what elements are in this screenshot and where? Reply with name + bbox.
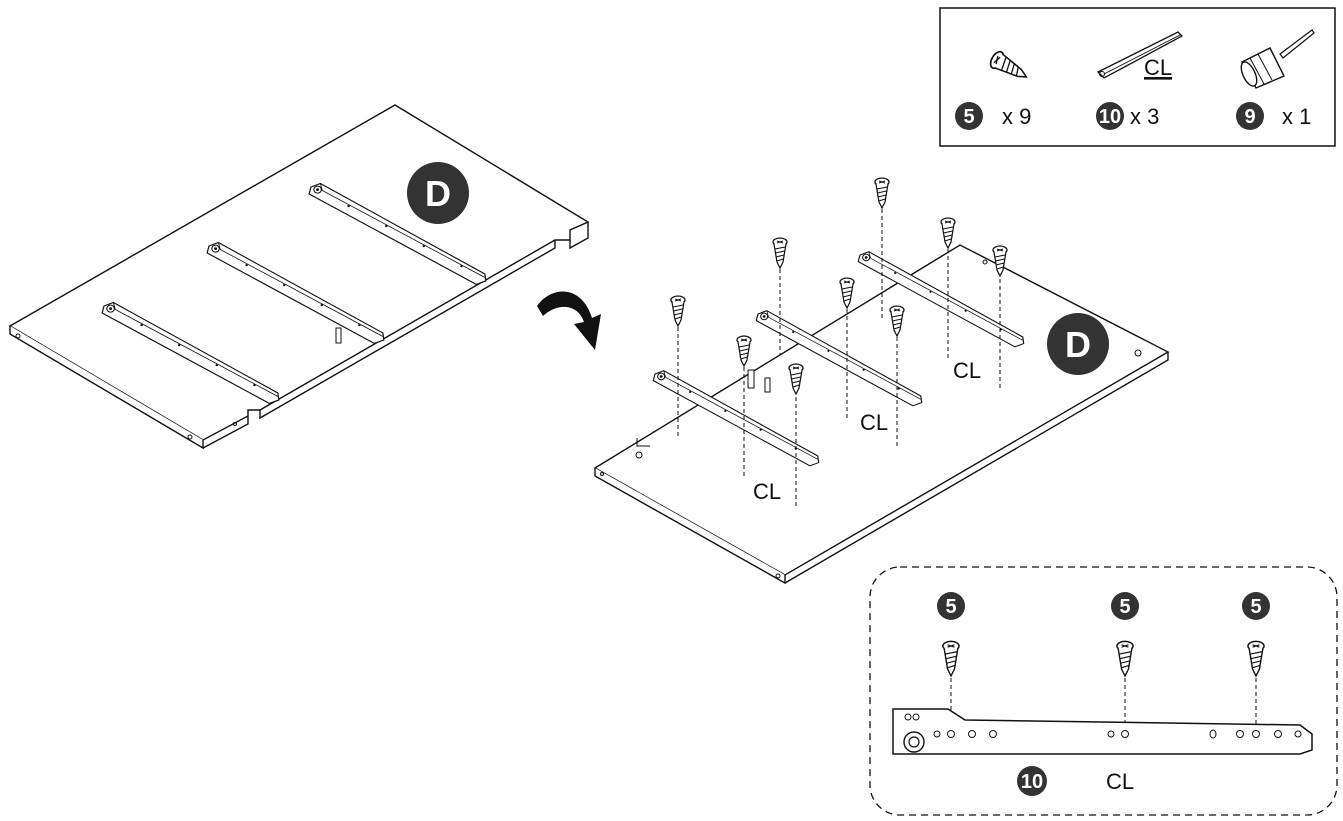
detail-rail xyxy=(892,708,1313,755)
detail-screw-badge-1-text: 5 xyxy=(945,596,956,618)
part-badge-screwdriver xyxy=(1236,102,1264,130)
screw-guide-lines xyxy=(677,202,1001,508)
detail-screw-badge-3-text: 5 xyxy=(1250,596,1261,618)
part-badge-screw-text: 5 xyxy=(963,106,974,128)
detail-screw-badge-2 xyxy=(1111,592,1139,620)
part-badge-screwdriver-text: 9 xyxy=(1244,106,1255,128)
detail-screw-badge-3 xyxy=(1242,592,1270,620)
detail-box: 5 5 5 xyxy=(869,566,1338,816)
detail-screw-badge-2-text: 5 xyxy=(1119,596,1130,618)
part-qty-screwdriver: x 1 xyxy=(1282,104,1311,129)
detail-guide-lines xyxy=(950,678,1257,734)
panel-badge-right: D xyxy=(1047,313,1109,375)
part-qty-slide: x 3 xyxy=(1130,104,1159,129)
detail-rail-badge xyxy=(1017,766,1047,796)
drawer-slide-icon xyxy=(1096,31,1184,79)
rail-label-front: CL xyxy=(753,479,781,504)
parts-list-box: CL 5 x 9 10 x 3 9 x 1 xyxy=(939,7,1336,147)
right-dowels xyxy=(747,369,771,393)
detail-rail-label: CL xyxy=(1106,769,1134,794)
panel-d-top-view xyxy=(8,104,590,450)
detail-screw-badge-1 xyxy=(937,592,965,620)
part-badge-slide xyxy=(1096,102,1124,130)
panel-d-flipped xyxy=(593,244,1170,585)
screwdriver-icon xyxy=(1240,29,1315,89)
left-dowel xyxy=(335,327,342,344)
panel-badge-left: D xyxy=(407,162,469,224)
part-badge-slide-text: 10 xyxy=(1099,106,1121,128)
panel-letter: D xyxy=(425,173,451,214)
rail-label-back: CL xyxy=(953,358,981,383)
detail-rail-badge-text: 10 xyxy=(1021,771,1043,793)
part-badge-screw xyxy=(955,102,983,130)
part-qty-screw: x 9 xyxy=(1002,104,1031,129)
rail-label-middle: CL xyxy=(860,410,888,435)
panel-letter-right: D xyxy=(1065,324,1091,365)
slide-label: CL xyxy=(1144,55,1172,80)
flip-arrow-icon xyxy=(537,291,601,350)
